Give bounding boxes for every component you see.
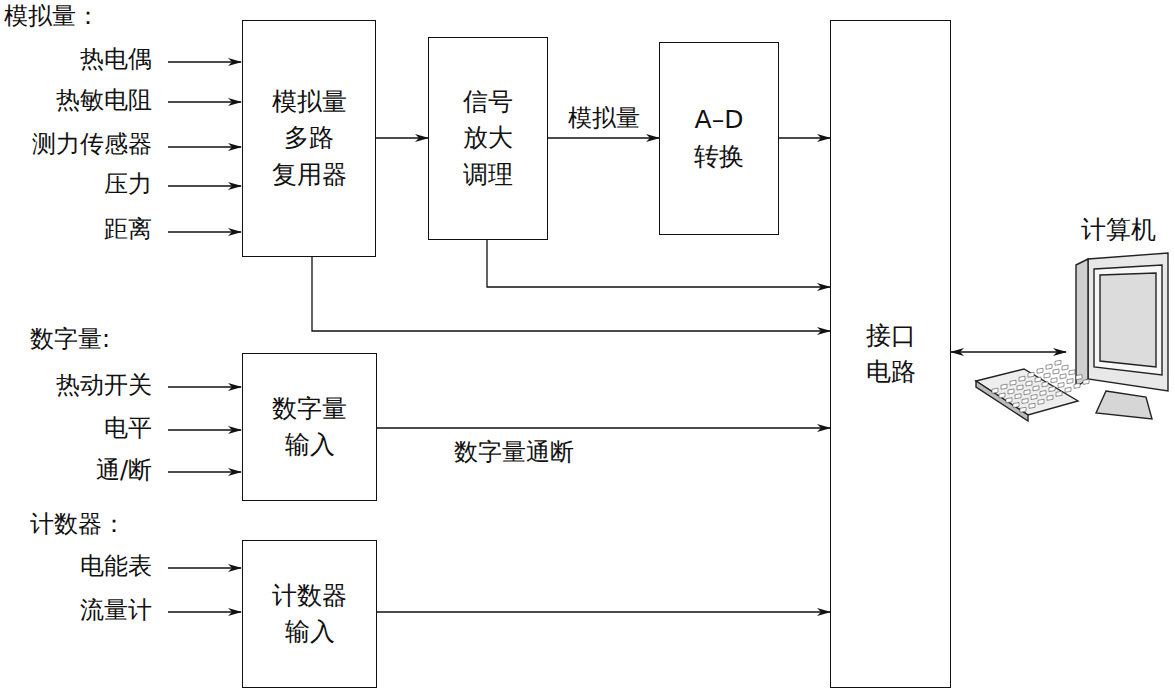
connector-arrow <box>376 137 428 138</box>
node-text: 接口 电路 <box>861 318 921 391</box>
node-text: A–D 转换 <box>689 102 749 175</box>
signal-label: 测力传感器 <box>32 130 152 159</box>
connector-arrow <box>548 137 659 138</box>
edge-label: 数字量通断 <box>452 436 576 468</box>
signal-label: 热敏电阻 <box>56 86 152 115</box>
node-text: 计数器 输入 <box>268 578 352 651</box>
process-box: 模拟量 多路 复用器 <box>242 20 376 257</box>
node-text: 信号 放大 调理 <box>458 84 518 193</box>
connector-arrow <box>312 257 830 331</box>
signal-label: 模拟量： <box>4 2 100 31</box>
input-arrows <box>168 62 241 612</box>
computer-illustration <box>976 251 1172 441</box>
connector-arrow <box>377 611 830 612</box>
process-box: 信号 放大 调理 <box>428 37 548 240</box>
connector-arrow <box>377 427 830 428</box>
node-text: 数字量 输入 <box>268 391 352 464</box>
signal-label: 数字量: <box>30 325 110 354</box>
connector-arrow <box>951 351 1066 352</box>
connector-arrow <box>779 137 830 138</box>
signal-label: 计数器： <box>30 510 126 539</box>
signal-label: 流量计 <box>80 596 152 625</box>
signal-label: 距离 <box>104 215 152 244</box>
signal-label: 通/断 <box>96 456 152 485</box>
signal-label: 压力 <box>104 170 152 199</box>
process-box: A–D 转换 <box>659 42 779 235</box>
node-text: 模拟量 多路 复用器 <box>267 84 351 193</box>
connector-arrow <box>487 240 830 287</box>
signal-label: 电平 <box>104 414 152 443</box>
computer-node: 计算机 <box>1066 215 1170 411</box>
signal-label: 热电偶 <box>80 45 152 74</box>
edge-label: 模拟量 <box>566 102 642 134</box>
node-text: 计算机 <box>1066 215 1170 245</box>
signal-label: 电能表 <box>80 552 152 581</box>
process-box: 数字量 输入 <box>242 353 377 501</box>
process-box: 接口 电路 <box>830 20 951 688</box>
signal-label: 热动开关 <box>56 371 152 400</box>
process-box: 计数器 输入 <box>242 540 377 688</box>
